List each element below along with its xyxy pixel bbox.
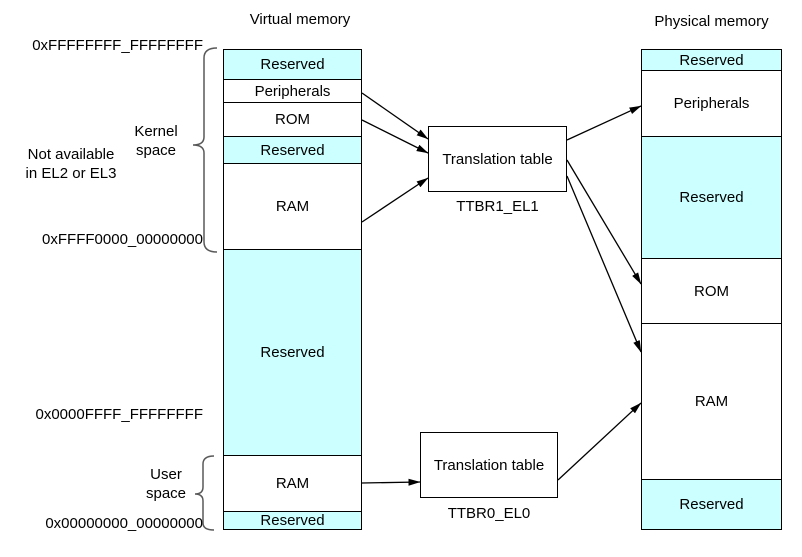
- arrow-ttbr0-to-ram: [557, 402, 642, 481]
- virtual-memory-column: Reserved Peripherals ROM Reserved RAM Re…: [223, 49, 362, 530]
- vm-ram-kernel: RAM: [224, 164, 361, 250]
- arrow-ttbr1-to-ram: [566, 175, 642, 353]
- vm-reserved-top: Reserved: [224, 50, 361, 80]
- ttbr1-to-pm-arrows: [566, 105, 642, 353]
- vm-reserved-bottom: Reserved: [224, 512, 361, 529]
- pm-reserved-mid: Reserved: [642, 137, 781, 259]
- pm-peripherals: Peripherals: [642, 71, 781, 137]
- address-user-top: 0x0000FFFF_FFFFFFFF: [35, 406, 203, 423]
- pm-ram: RAM: [642, 324, 781, 480]
- arrow-rom-to-ttbr1: [361, 119, 429, 154]
- arrow-ram-to-ttbr1: [361, 177, 429, 223]
- arrow-ttbr1-to-rom: [566, 159, 642, 285]
- vm-reserved-large: Reserved: [224, 250, 361, 456]
- kernel-space-label: Kernel space: [134, 123, 178, 159]
- not-available-label: Not available in EL2 or EL3: [25, 146, 117, 182]
- arrow-peripherals-to-ttbr1: [361, 92, 429, 140]
- address-top: 0xFFFFFFFF_FFFFFFFF: [32, 37, 203, 54]
- pm-reserved-top: Reserved: [642, 50, 781, 71]
- user-space-label: User space: [145, 466, 187, 502]
- vm-peripherals: Peripherals: [224, 80, 361, 103]
- arrow-user-ram-to-ttbr0: [361, 478, 421, 486]
- address-bottom: 0x00000000_00000000: [45, 515, 203, 532]
- vm-reserved-mid: Reserved: [224, 137, 361, 164]
- physical-memory-title: Physical memory: [654, 13, 769, 30]
- pm-rom: ROM: [642, 259, 781, 324]
- arrow-ttbr1-to-peripherals: [566, 105, 642, 141]
- vm-ram-user: RAM: [224, 456, 361, 512]
- translation-table-ttbr1-box: Translation table: [428, 126, 567, 192]
- ttbr1-el1-label: TTBR1_EL1: [456, 198, 539, 215]
- translation-table-ttbr0-box: Translation table: [420, 432, 558, 498]
- ttbr0-el0-label: TTBR0_EL0: [447, 505, 531, 522]
- physical-memory-column: Reserved Peripherals Reserved ROM RAM Re…: [641, 49, 782, 530]
- address-kernel-bottom: 0xFFFF0000_00000000: [42, 231, 203, 248]
- vm-to-ttbr1-arrows: [361, 92, 429, 223]
- virtual-memory-title: Virtual memory: [249, 11, 351, 28]
- pm-reserved-bottom: Reserved: [642, 480, 781, 529]
- vm-rom: ROM: [224, 103, 361, 137]
